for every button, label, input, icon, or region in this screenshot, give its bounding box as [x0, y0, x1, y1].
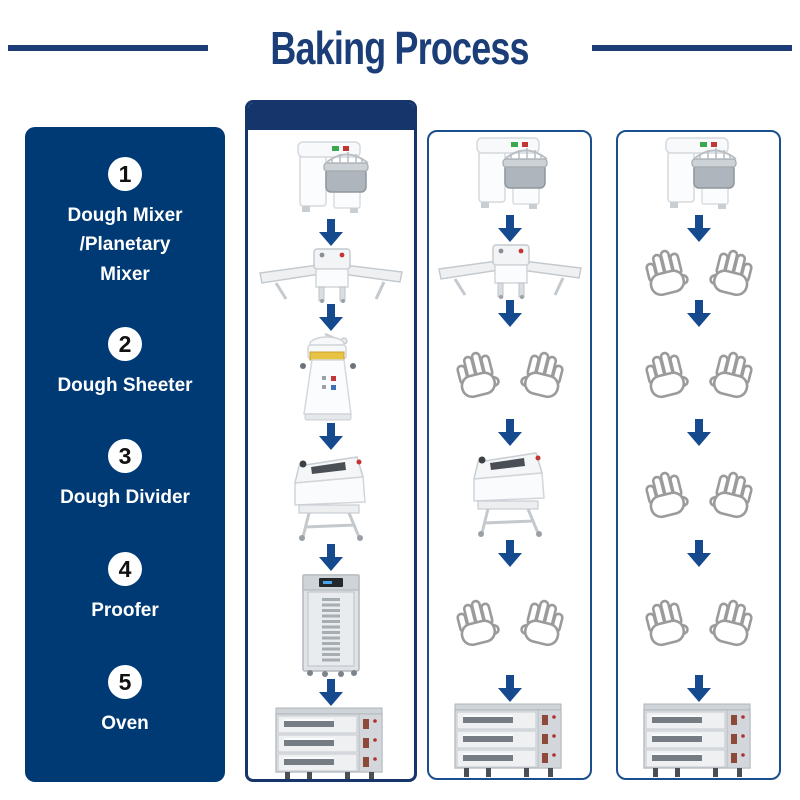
- left-hand-icon: [638, 241, 695, 301]
- flow-arrow-down-icon: [248, 303, 414, 332]
- step-cell-dough-moulder-icon: [248, 451, 414, 543]
- flow-column-semi-automatic-line: [427, 130, 592, 780]
- step-number-badge: 5: [108, 665, 142, 699]
- highlight-band: [248, 103, 414, 130]
- step-cell-manual-hands-icon: [618, 328, 779, 418]
- left-hand-icon: [449, 343, 506, 403]
- flow-arrow-down-icon: [618, 299, 779, 328]
- step-cell-dough-moulder-icon: [429, 447, 590, 539]
- page-title: Baking Process: [270, 21, 530, 74]
- step-number-badge: 4: [108, 552, 142, 586]
- right-hand-icon: [702, 591, 759, 651]
- step-cell-deck-oven-icon: [248, 707, 414, 779]
- step-cell-deck-oven-icon: [429, 703, 590, 778]
- flow-column-automatic-line: [245, 100, 417, 782]
- step-label: Dough Sheeter: [57, 375, 193, 396]
- dough-moulder-icon: [472, 452, 545, 537]
- header: Baking Process: [0, 0, 800, 95]
- right-hand-icon: [702, 343, 759, 403]
- flow-arrow-down-icon: [429, 674, 590, 703]
- step-cell-manual-hands-icon: [618, 568, 779, 674]
- flow-arrow-down-icon: [248, 678, 414, 707]
- step-cell-dough-sheeter-icon: [248, 247, 414, 303]
- manual-hands-icon: [455, 348, 565, 399]
- flow-arrow-down-icon: [618, 214, 779, 243]
- dough-sheeter-icon: [437, 244, 582, 299]
- step-cell-dough-sheeter-icon: [429, 243, 590, 299]
- flow-arrow-down-icon: [429, 214, 590, 243]
- step-cell-manual-hands-icon: [618, 447, 779, 539]
- left-hand-icon: [638, 591, 695, 651]
- deck-oven-icon: [275, 707, 383, 779]
- proofer-icon: [302, 574, 360, 677]
- flow-arrow-down-icon: [618, 418, 779, 447]
- title-rule-right: [591, 44, 792, 51]
- right-hand-icon: [513, 343, 570, 403]
- step-cell-proofer-icon: [248, 572, 414, 678]
- step-cell-spiral-mixer-icon: [248, 136, 414, 218]
- flow-arrow-down-icon: [429, 299, 590, 328]
- manual-hands-icon: [644, 246, 754, 297]
- deck-oven-icon: [453, 703, 562, 777]
- flow-arrow-down-icon: [248, 543, 414, 572]
- step-cell-spiral-mixer-icon: [429, 132, 590, 214]
- manual-hands-icon: [644, 348, 754, 399]
- step-cell-spiral-mixer-icon: [618, 132, 779, 214]
- left-hand-icon: [638, 463, 695, 523]
- right-hand-icon: [513, 591, 570, 651]
- dough-sheeter-icon: [259, 248, 403, 303]
- flow-arrow-down-icon: [618, 539, 779, 568]
- flow-column-manual-line: [616, 130, 781, 780]
- flow-arrow-down-icon: [618, 674, 779, 703]
- spiral-mixer-icon: [664, 137, 737, 209]
- step-cell-manual-hands-icon: [429, 568, 590, 674]
- step-label: Dough Mixer /Planetary Mixer: [67, 205, 183, 285]
- right-hand-icon: [702, 241, 759, 301]
- manual-hands-icon: [455, 596, 565, 647]
- left-hand-icon: [638, 343, 695, 403]
- step-number-badge: 1: [108, 157, 142, 191]
- step-label: Proofer: [91, 600, 159, 621]
- dough-divider-icon: [300, 332, 356, 421]
- spiral-mixer-icon: [297, 141, 369, 213]
- dough-moulder-icon: [294, 456, 366, 541]
- flow-arrow-down-icon: [429, 418, 590, 447]
- flow-arrow-down-icon: [248, 422, 414, 451]
- manual-hands-icon: [644, 468, 754, 519]
- flow-arrow-down-icon: [248, 218, 414, 247]
- step-number-badge: 2: [108, 327, 142, 361]
- step-label: Oven: [101, 713, 149, 734]
- flow-arrow-down-icon: [429, 539, 590, 568]
- step-cell-deck-oven-icon: [618, 703, 779, 778]
- step-label: Dough Divider: [60, 487, 190, 508]
- left-hand-icon: [449, 591, 506, 651]
- title-rule-left: [8, 44, 209, 51]
- step-cell-manual-hands-icon: [429, 328, 590, 418]
- step-cell-dough-divider-icon: [248, 332, 414, 422]
- spiral-mixer-icon: [475, 137, 548, 209]
- step-number-badge: 3: [108, 439, 142, 473]
- step-cell-manual-hands-icon: [618, 243, 779, 299]
- deck-oven-icon: [642, 703, 751, 777]
- right-hand-icon: [702, 463, 759, 523]
- manual-hands-icon: [644, 596, 754, 647]
